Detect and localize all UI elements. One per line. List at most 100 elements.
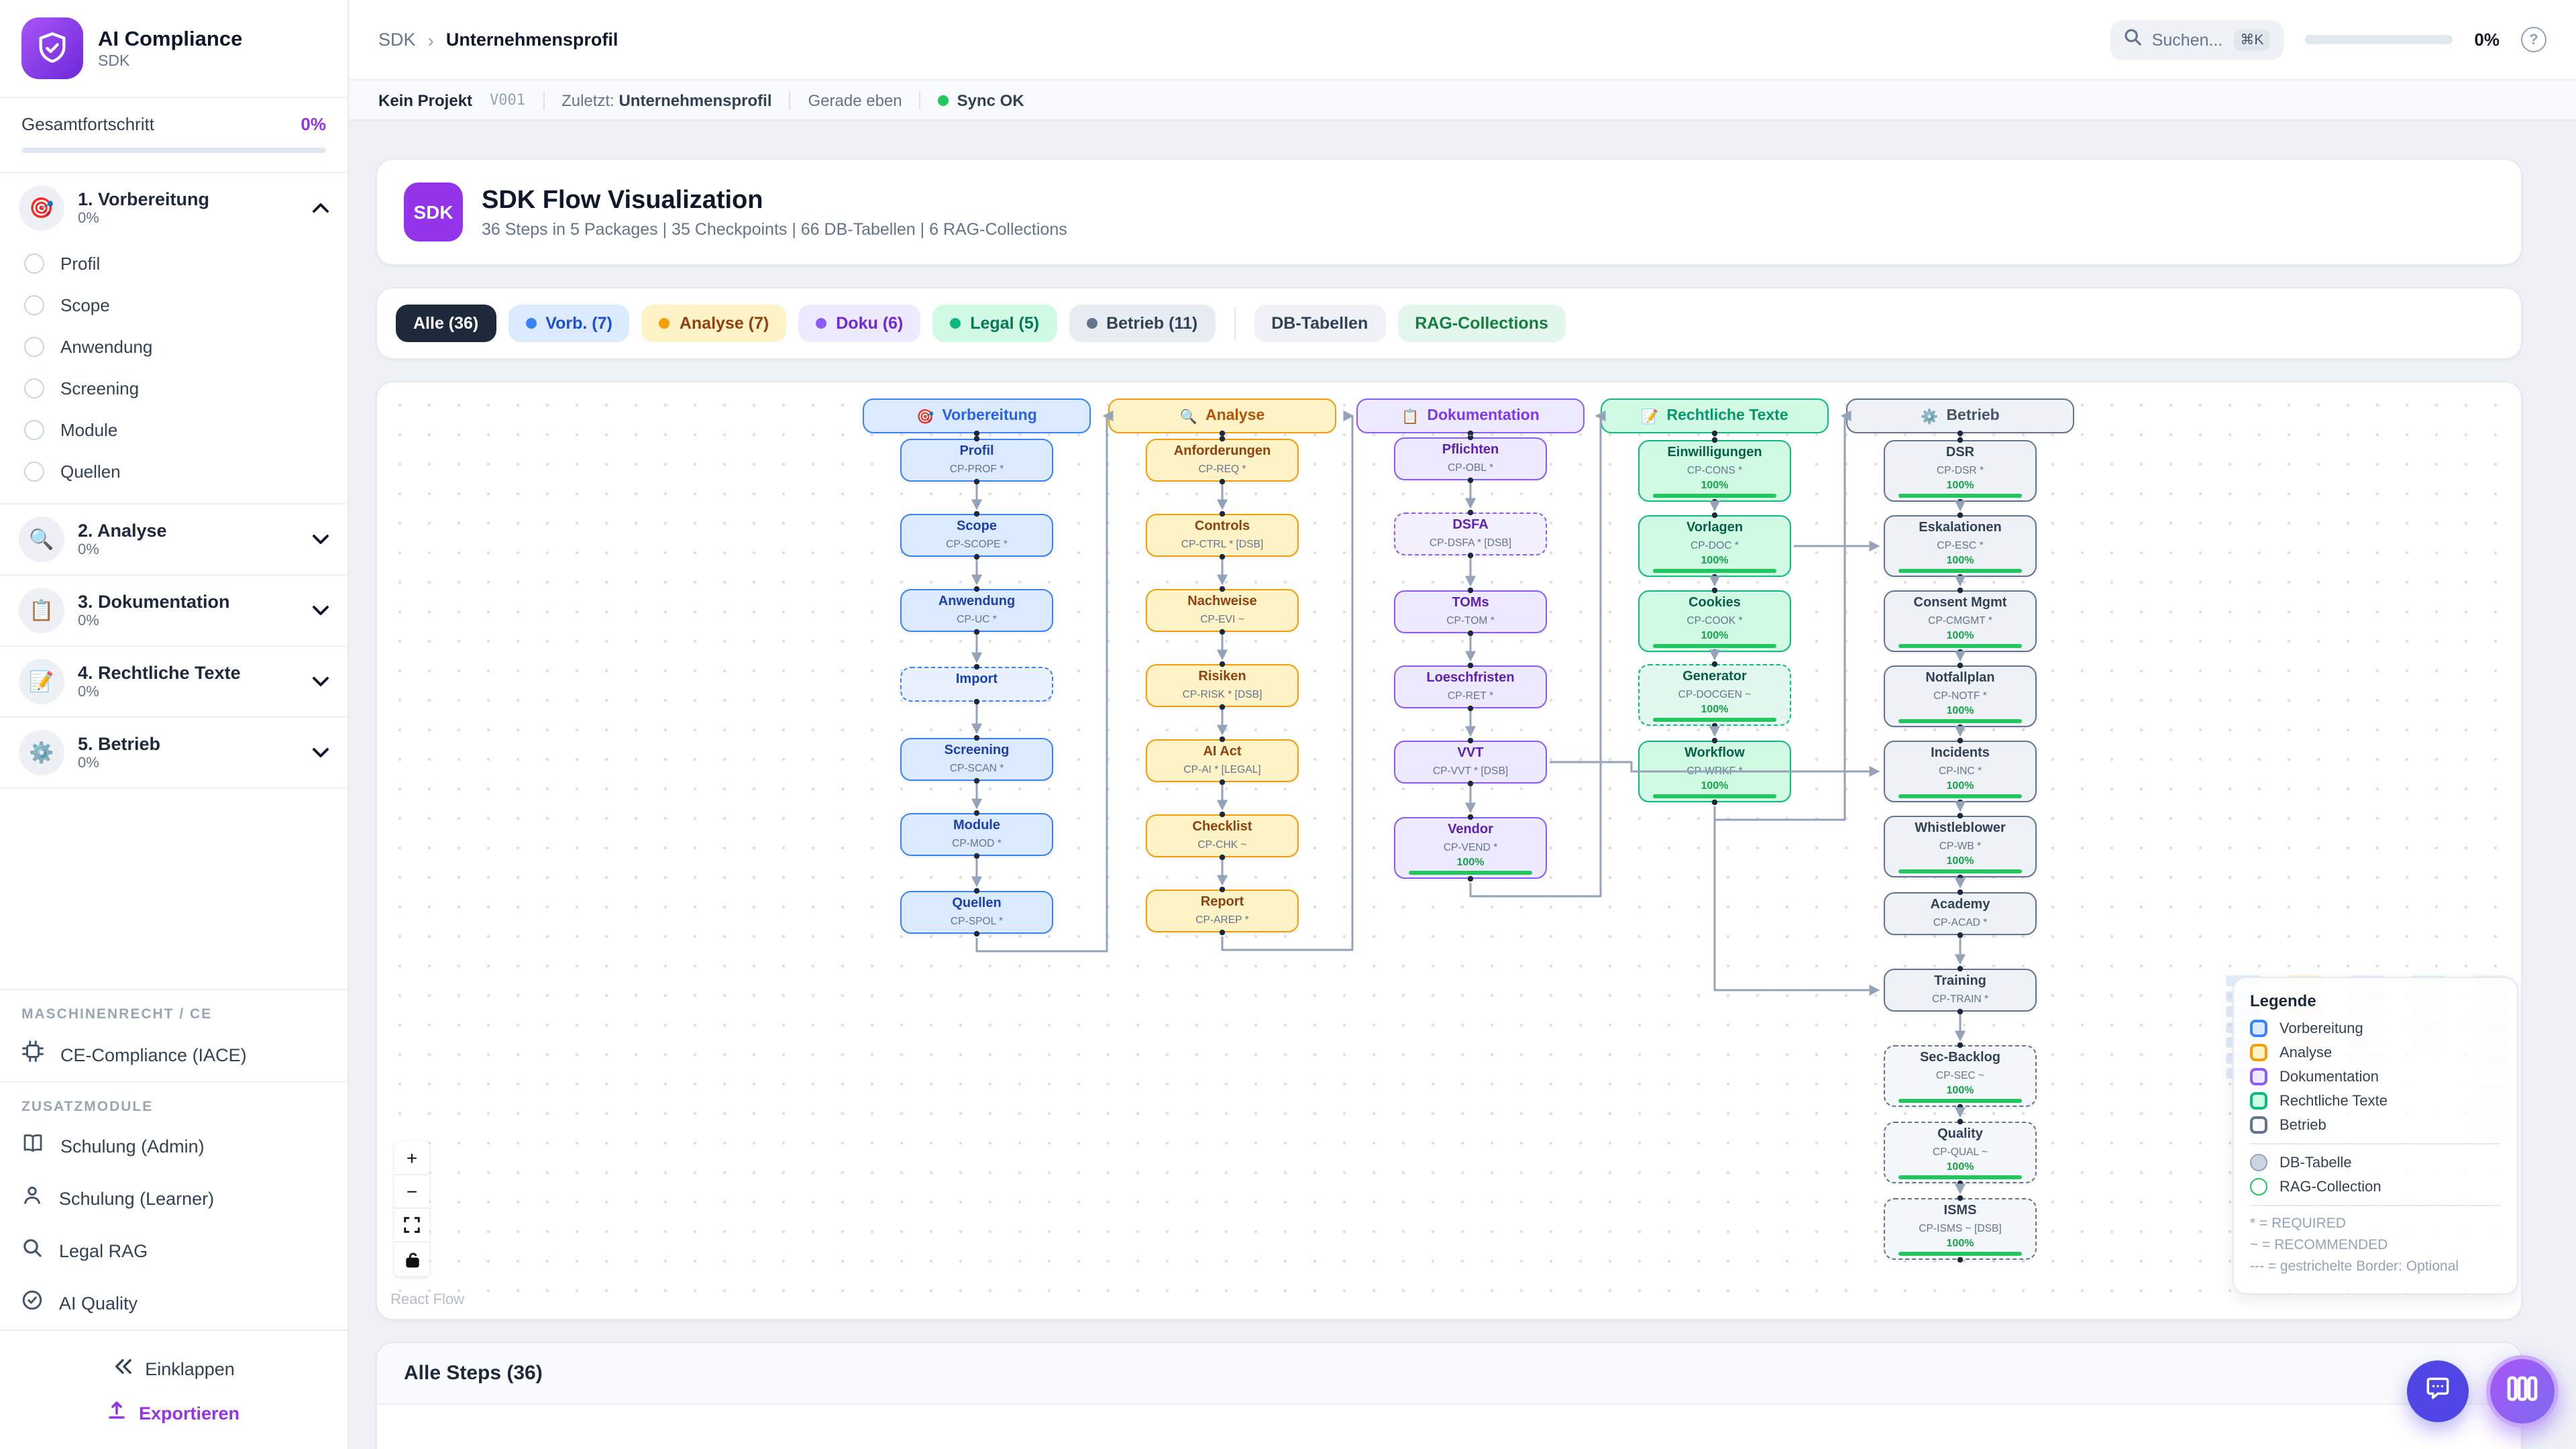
package-header-analyse[interactable]: 🔍Analyse bbox=[1108, 398, 1336, 433]
node-title: Report bbox=[1200, 895, 1244, 910]
help-icon[interactable]: ? bbox=[2521, 27, 2546, 52]
sidebar-item-quellen[interactable]: Quellen bbox=[0, 451, 347, 492]
node-title: Training bbox=[1934, 974, 1986, 989]
package-header-label: Analyse bbox=[1205, 408, 1265, 424]
legend-note: ~ = RECOMMENDED bbox=[2250, 1237, 2388, 1253]
filter-pill-alle-36-[interactable]: Alle (36) bbox=[396, 305, 496, 342]
package-header-rechtliche-texte[interactable]: 📝Rechtliche Texte bbox=[1601, 398, 1829, 433]
sidebar-item-label: Anwendung bbox=[60, 337, 153, 357]
flow-node-import[interactable]: Import bbox=[900, 667, 1053, 702]
sidebar-item-legal-rag[interactable]: Legal RAG bbox=[0, 1225, 347, 1277]
node-code: CP-MOD * bbox=[952, 837, 1002, 849]
node-title: Notfallplan bbox=[1925, 671, 1995, 686]
chat-fab-button[interactable] bbox=[2407, 1360, 2469, 1422]
sidebar-item-ai-quality[interactable]: AI Quality bbox=[0, 1277, 347, 1330]
sidebar-item-ce-compliance[interactable]: CE-Compliance (IACE) bbox=[0, 1028, 347, 1081]
package-header-betrieb[interactable]: ⚙️Betrieb bbox=[1846, 398, 2074, 433]
zoom-in-button[interactable]: + bbox=[394, 1142, 429, 1175]
legend-swatch-icon bbox=[2250, 1068, 2267, 1085]
filter-pill-db-tabellen[interactable]: DB-Tabellen bbox=[1254, 305, 1386, 342]
chevron-down-icon bbox=[313, 605, 329, 616]
fit-view-button[interactable] bbox=[394, 1209, 429, 1242]
node-title: ISMS bbox=[1943, 1203, 1977, 1218]
sidebar-item-profil[interactable]: Profil bbox=[0, 243, 347, 284]
node-code: CP-OBL * bbox=[1448, 461, 1493, 473]
node-title: Module bbox=[953, 818, 1000, 833]
node-progress-value: 100% bbox=[1701, 478, 1729, 490]
zoom-out-button[interactable]: − bbox=[394, 1175, 429, 1209]
sidebar-item-schulung-admin-[interactable]: Schulung (Admin) bbox=[0, 1120, 347, 1173]
package-header-dokumentation[interactable]: 📋Dokumentation bbox=[1356, 398, 1585, 433]
node-code: CP-TOM * bbox=[1446, 614, 1495, 626]
node-progress-value: 100% bbox=[1946, 1083, 1974, 1095]
legend-item: Dokumentation bbox=[2250, 1068, 2501, 1085]
sidebar-item-schulung-learner-[interactable]: Schulung (Learner) bbox=[0, 1173, 347, 1225]
breadcrumb-root[interactable]: SDK bbox=[378, 30, 416, 50]
lock-toggle-button[interactable] bbox=[394, 1242, 429, 1276]
sidebar-item-scope[interactable]: Scope bbox=[0, 284, 347, 326]
last-label: Zuletzt: bbox=[561, 91, 614, 109]
package-header-vorbereitung[interactable]: 🎯Vorbereitung bbox=[863, 398, 1091, 433]
sidebar-item-anwendung[interactable]: Anwendung bbox=[0, 326, 347, 368]
node-progress-bar bbox=[1653, 643, 1776, 648]
filter-pill-analyse-7-[interactable]: Analyse (7) bbox=[641, 305, 787, 342]
section-emoji-icon: 📝 bbox=[19, 659, 64, 704]
sidebar-item-screening[interactable]: Screening bbox=[0, 368, 347, 409]
filter-pill-doku-6-[interactable]: Doku (6) bbox=[798, 305, 921, 342]
sidebar-item-module[interactable]: Module bbox=[0, 409, 347, 451]
filter-pill-vorb-7-[interactable]: Vorb. (7) bbox=[508, 305, 630, 342]
search-shortcut-badge: ⌘K bbox=[2233, 29, 2271, 50]
filter-pill-rag-collections[interactable]: RAG-Collections bbox=[1397, 305, 1566, 342]
node-progress-bar bbox=[1898, 1098, 2022, 1103]
panel-toggle-fab-button[interactable] bbox=[2486, 1355, 2559, 1428]
legend-item: DB-Tabelle bbox=[2250, 1154, 2501, 1171]
machine-section-label: MASCHINENRECHT / CE bbox=[21, 1006, 213, 1022]
search-input[interactable]: Suchen... ⌘K bbox=[2110, 19, 2284, 60]
filter-pill-betrieb-11-[interactable]: Betrieb (11) bbox=[1069, 305, 1216, 342]
filter-pill-legal-5-[interactable]: Legal (5) bbox=[932, 305, 1057, 342]
collapse-sidebar-button[interactable]: Einklappen bbox=[0, 1347, 347, 1390]
export-button[interactable]: Exportieren bbox=[0, 1390, 347, 1436]
